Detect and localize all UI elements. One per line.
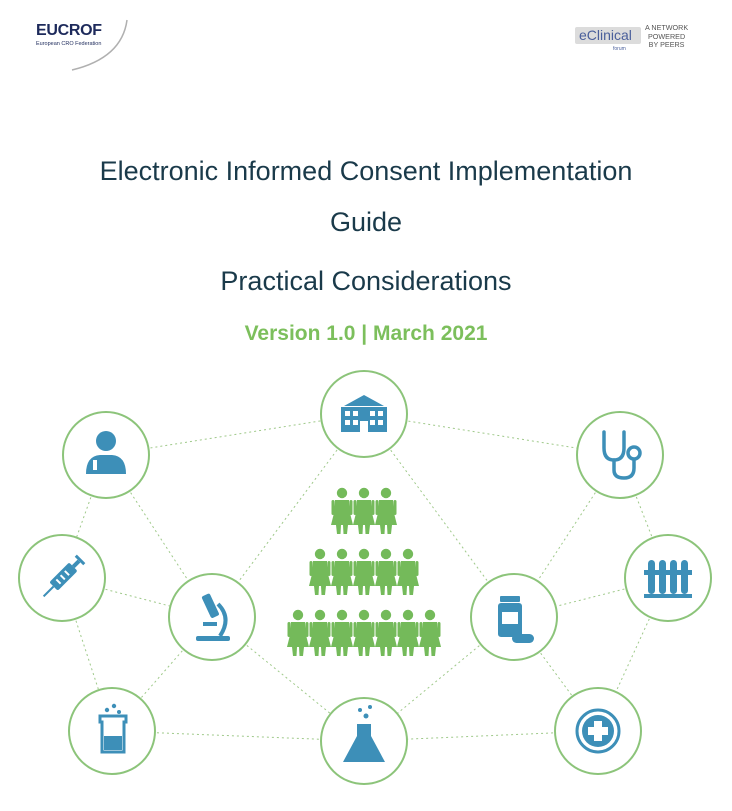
flask-icon: [343, 705, 385, 762]
document-subtitle: Practical Considerations: [220, 266, 512, 296]
document-title-line-2: Guide: [329, 207, 403, 237]
tagline-line-3: BY PEERS: [648, 40, 685, 50]
eclinical-logo-box: [575, 27, 641, 44]
medical-cross-icon: [575, 708, 621, 754]
version-date: Version 1.0 | March 2021: [244, 322, 488, 345]
beaker-icon: [98, 703, 128, 754]
medicine-bottle-icon: [498, 596, 534, 643]
doctor-icon: [86, 431, 126, 474]
tagline-line-1: A NETWORK: [645, 23, 689, 32]
document-title-line-1: Electronic Informed Consent Implementati…: [99, 156, 633, 186]
microscope-icon: [196, 593, 230, 641]
eucrof-logo-text: EUCROF: [36, 22, 102, 39]
stethoscope-icon: [602, 430, 642, 480]
syringe-icon: [42, 554, 86, 598]
eucrof-swoosh-icon: [71, 19, 128, 71]
test-tubes-icon: [644, 560, 692, 598]
network-illustration: [18, 370, 712, 785]
eclinical-logo-text: eClinical: [579, 27, 632, 43]
eucrof-logo: EUCROF European CRO Federation: [32, 18, 132, 73]
node-test-tubes: [624, 534, 712, 622]
people-pyramid-icon: [287, 487, 441, 656]
eucrof-logo-subtitle: European CRO Federation: [36, 41, 102, 47]
eclinical-logo-sub: forum: [613, 46, 626, 52]
eclinical-forum-logo: eClinical forum A NETWORK POWERED BY PEE…: [575, 20, 705, 60]
eclinical-tagline: A NETWORK POWERED BY PEERS: [645, 23, 689, 50]
tagline-line-2: POWERED: [648, 31, 686, 41]
node-stethoscope: [576, 411, 664, 499]
hospital-icon: [341, 395, 387, 432]
node-beaker: [68, 687, 156, 775]
